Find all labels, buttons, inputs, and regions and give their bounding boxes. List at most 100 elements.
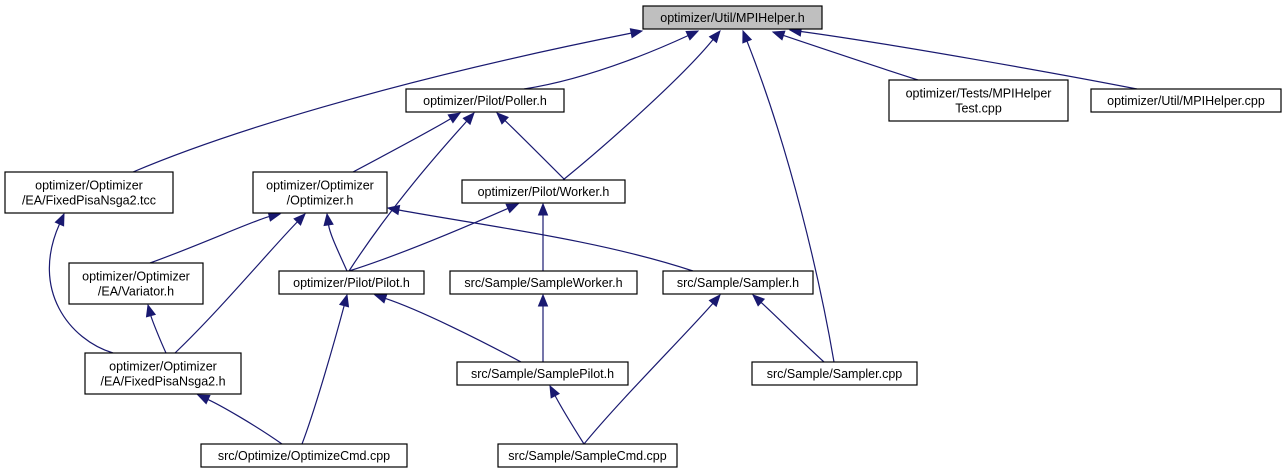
arrowhead-icon (742, 29, 753, 44)
edge-line (562, 39, 714, 181)
edge-sampler-to-optimizer (386, 204, 694, 272)
node-label: optimizer/Optimizer (109, 360, 217, 374)
edge-line (132, 32, 632, 173)
nodes-layer: optimizer/Util/MPIHelper.h optimizer/Pilo… (4, 5, 1282, 468)
edge-samplepilot-to-sampleworker (537, 293, 549, 363)
arrowhead-icon (196, 394, 211, 405)
edge-worker-to-poller (496, 112, 566, 181)
edge-pisah-to-pisatcc (48, 212, 114, 354)
edge-pisah-to-variator (145, 303, 167, 354)
node-label: optimizer/Optimizer (266, 179, 374, 193)
edge-optimizer-to-poller (352, 112, 462, 173)
arrowhead-icon (386, 204, 401, 216)
arrowhead-icon (771, 30, 786, 41)
node-samplecmd[interactable]: src/Sample/SampleCmd.cpp (497, 443, 678, 468)
arrowhead-icon (537, 202, 549, 216)
edge-line (746, 41, 835, 363)
node-sampler[interactable]: src/Sample/Sampler.h (662, 270, 814, 295)
edge-line (554, 395, 585, 445)
node-pisah[interactable]: optimizer/Optimizer/EA/FixedPisaNsga2.h (84, 352, 242, 395)
node-box[interactable] (84, 352, 242, 395)
node-box[interactable] (456, 361, 629, 386)
edge-line (150, 315, 167, 354)
arrowhead-icon (752, 294, 766, 307)
node-label: src/Sample/SampleCmd.cpp (508, 449, 666, 463)
edge-line (385, 297, 522, 363)
edge-line (760, 301, 825, 363)
node-box[interactable] (278, 270, 425, 295)
node-label: optimizer/Util/MPIHelper.cpp (1107, 94, 1265, 108)
edges-layer (48, 26, 1138, 445)
edge-line (149, 215, 270, 264)
edge-poller-to-root (523, 30, 700, 90)
node-sampleworker[interactable]: src/Sample/SampleWorker.h (449, 270, 638, 295)
node-box[interactable] (461, 179, 626, 204)
node-box[interactable] (68, 262, 204, 305)
arrowhead-icon (323, 212, 334, 227)
arrowhead-icon (549, 384, 560, 399)
node-box[interactable] (252, 171, 388, 214)
node-box[interactable] (4, 171, 174, 214)
node-pilot[interactable]: optimizer/Pilot/Pilot.h (278, 270, 425, 295)
node-label: optimizer/Pilot/Poller.h (423, 94, 547, 108)
node-pisatcc[interactable]: optimizer/Optimizer/EA/FixedPisaNsga2.tc… (4, 171, 174, 214)
edge-optimizecmd-to-pilot (301, 293, 350, 445)
arrowhead-icon (447, 112, 462, 124)
edge-line (174, 221, 298, 354)
node-label: /EA/FixedPisaNsga2.tcc (22, 194, 156, 208)
node-label: optimizer/Optimizer (82, 270, 190, 284)
edge-pilot-to-poller (348, 112, 475, 272)
node-mpicpp[interactable]: optimizer/Util/MPIHelper.cpp (1090, 88, 1282, 113)
arrowhead-icon (338, 293, 350, 308)
node-label: optimizer/Pilot/Worker.h (478, 185, 610, 199)
node-box[interactable] (642, 5, 823, 30)
arrowhead-icon (505, 203, 520, 214)
edge-optimizecmd-to-pisah (196, 394, 283, 445)
node-box[interactable] (888, 79, 1069, 122)
edge-line (348, 120, 468, 272)
arrowhead-icon (462, 112, 475, 126)
node-box[interactable] (449, 270, 638, 295)
arrowhead-icon (708, 293, 721, 308)
node-box[interactable] (497, 443, 678, 468)
arrowhead-icon (629, 28, 644, 39)
node-label: optimizer/Tests/MPIHelper (906, 87, 1052, 101)
node-label: src/Sample/Sampler.cpp (767, 367, 903, 381)
node-samplercpp[interactable]: src/Sample/Sampler.cpp (751, 361, 918, 386)
node-optimizecmd[interactable]: src/Optimize/OptimizeCmd.cpp (200, 443, 408, 468)
edge-samplercpp-to-sampler (752, 294, 825, 363)
edge-pisatcc-to-root (132, 28, 644, 173)
arrowhead-icon (145, 303, 157, 318)
edge-line (207, 399, 283, 445)
node-box[interactable] (1090, 88, 1282, 113)
node-box[interactable] (200, 443, 408, 468)
node-poller[interactable]: optimizer/Pilot/Poller.h (405, 88, 565, 113)
edge-line (800, 30, 1138, 90)
node-label: /Optimizer.h (287, 194, 354, 208)
edge-pisah-to-optimizer (174, 213, 306, 354)
arrowhead-icon (496, 112, 509, 125)
node-label: Test.cpp (955, 102, 1002, 116)
node-label: optimizer/Util/MPIHelper.h (660, 11, 805, 25)
arrowhead-icon (54, 212, 65, 227)
edge-line (301, 305, 345, 445)
node-samplepilot[interactable]: src/Sample/SamplePilot.h (456, 361, 629, 386)
node-worker[interactable]: optimizer/Pilot/Worker.h (461, 179, 626, 204)
edge-line (783, 34, 919, 81)
node-optimizer[interactable]: optimizer/Optimizer/Optimizer.h (252, 171, 388, 214)
node-root[interactable]: optimizer/Util/MPIHelper.h (642, 5, 823, 30)
node-label: /EA/FixedPisaNsga2.h (100, 375, 225, 389)
node-variator[interactable]: optimizer/Optimizer/EA/Variator.h (68, 262, 204, 305)
edge-sampleworker-to-worker (537, 202, 549, 272)
edge-line (398, 209, 694, 272)
edge-mpitest-to-root (771, 30, 919, 81)
edge-pilot-to-worker (348, 203, 520, 272)
node-box[interactable] (751, 361, 918, 386)
node-label: /EA/Variator.h (98, 285, 174, 299)
node-box[interactable] (662, 270, 814, 295)
node-box[interactable] (405, 88, 565, 113)
edge-line (523, 35, 689, 90)
arrowhead-icon (685, 30, 700, 41)
